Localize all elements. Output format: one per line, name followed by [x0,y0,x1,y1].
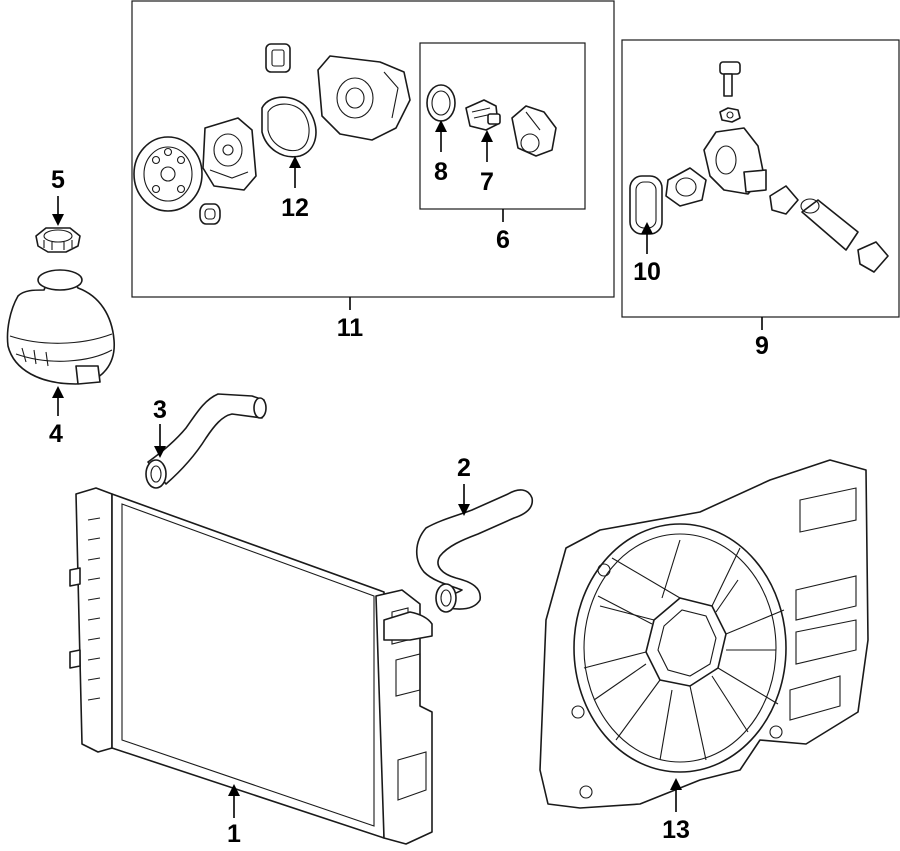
pump-housing [317,55,411,141]
upper-radiator-hose [145,393,267,489]
callout-9: 9 [755,332,769,360]
callout-5: 5 [51,166,65,194]
outlet-flange-gasket [665,167,707,207]
thermostat [465,99,501,131]
radiator [69,487,433,845]
callout-1: 1 [227,820,241,848]
callout-8: 8 [434,158,448,186]
coolant-reservoir [6,269,115,385]
small-square-gasket [265,43,291,73]
reservoir-cap [35,227,81,253]
pump-gasket-12 [261,96,317,158]
thermostat-seal-ring [426,84,456,122]
leader-lines [52,120,763,818]
callout-10: 10 [633,258,661,286]
water-pump-group-box [131,0,615,298]
callout-labels: 1 2 3 4 5 6 7 8 9 10 11 12 13 [49,158,769,848]
hose-clamp-lower [857,241,889,273]
outlet-group-box [621,39,900,318]
callout-3: 3 [153,396,167,424]
callout-6: 6 [496,226,510,254]
water-outlet-housing [703,127,767,195]
small-nut [719,107,741,123]
callout-13: 13 [662,816,690,844]
cooling-fan-assembly [539,459,869,809]
small-seal-ring [199,203,221,225]
bypass-hose [800,198,859,251]
bleeder-screw [719,61,741,97]
callout-11: 11 [337,314,364,342]
hose-clamp-upper [769,185,799,215]
lower-radiator-hose [415,489,534,613]
callout-12: 12 [281,194,309,222]
callout-2: 2 [457,454,471,482]
callout-7: 7 [480,168,494,196]
callout-4: 4 [49,420,63,448]
water-pump-body [202,117,257,191]
water-pump-pulley [133,136,203,212]
thermostat-housing [511,105,557,157]
